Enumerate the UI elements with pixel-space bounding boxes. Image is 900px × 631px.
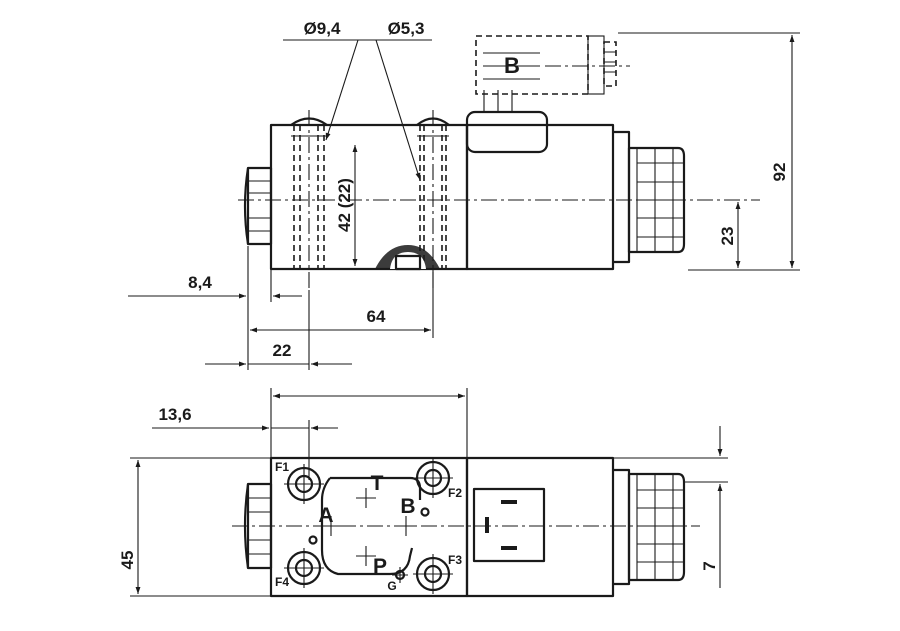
port-g-label: G bbox=[387, 579, 396, 593]
mounting-bores-side bbox=[290, 117, 450, 269]
port-p-cross bbox=[356, 546, 376, 566]
bottom-port-cutaway bbox=[375, 245, 440, 271]
dim-8-4-extensions bbox=[247, 246, 272, 370]
manual-override-nut bbox=[243, 166, 273, 246]
mounting-hole-f2 bbox=[413, 458, 453, 498]
knurled-nut-side bbox=[627, 146, 686, 254]
plan-view: 13,6 bbox=[118, 388, 728, 598]
port-g-marker bbox=[392, 567, 408, 583]
port-a-label: A bbox=[318, 504, 333, 527]
mounting-hole-f1 bbox=[284, 464, 324, 504]
dim-92: 92 bbox=[770, 163, 789, 182]
port-p-label: P bbox=[373, 555, 387, 578]
solenoid-ring-plan bbox=[613, 468, 631, 586]
dim-13-6: 13,6 bbox=[158, 405, 191, 424]
port-b-cross bbox=[396, 516, 416, 536]
dim-7-extensions bbox=[613, 457, 728, 483]
hole-label-f4: F4 bbox=[275, 575, 289, 589]
dim-7: 7 bbox=[700, 561, 719, 570]
connector-b-label: B bbox=[504, 53, 520, 78]
knurled-nut-plan bbox=[627, 472, 686, 582]
mounting-hole-f4 bbox=[284, 548, 324, 588]
hole-label-f2: F2 bbox=[448, 486, 462, 500]
dim-64: 64 bbox=[367, 307, 386, 326]
port-outline bbox=[320, 476, 422, 576]
d-5-3-leader bbox=[375, 39, 421, 181]
solenoid-ring-side bbox=[613, 130, 631, 264]
port-t-cross bbox=[356, 488, 376, 508]
connector-plan bbox=[472, 487, 546, 563]
locating-pin-a bbox=[308, 535, 318, 545]
dim-22: 22 bbox=[273, 341, 292, 360]
dim-45-extensions bbox=[130, 457, 271, 597]
side-view: B Ø9,4 Ø5,3 42 (22) 92 23 8,4 64 22 bbox=[128, 19, 800, 370]
port-a-cross bbox=[321, 516, 341, 536]
connector-pins-plan bbox=[485, 500, 517, 550]
locating-pin-b bbox=[420, 507, 430, 517]
port-t-label: T bbox=[371, 472, 384, 495]
dim-d-9-4: Ø9,4 bbox=[304, 19, 341, 38]
port-b-label: B bbox=[400, 495, 415, 518]
dim-42-22: 42 (22) bbox=[335, 178, 354, 232]
dim-45: 45 bbox=[118, 551, 137, 570]
solenoid-housing-side bbox=[465, 123, 615, 271]
hole-label-f3: F3 bbox=[448, 553, 462, 567]
mounting-hole-f3 bbox=[413, 554, 453, 594]
hole-label-f1: F1 bbox=[275, 460, 289, 474]
connector-b: B bbox=[465, 35, 630, 154]
dim-23: 23 bbox=[718, 227, 737, 246]
dim-92-extensions bbox=[618, 32, 800, 271]
plan-width-extensions bbox=[270, 388, 468, 458]
solenoid-housing-plan bbox=[465, 456, 615, 598]
d-9-4-leader bbox=[325, 39, 359, 141]
dim-8-4: 8,4 bbox=[188, 273, 212, 292]
dim-d-5-3: Ø5,3 bbox=[388, 19, 425, 38]
